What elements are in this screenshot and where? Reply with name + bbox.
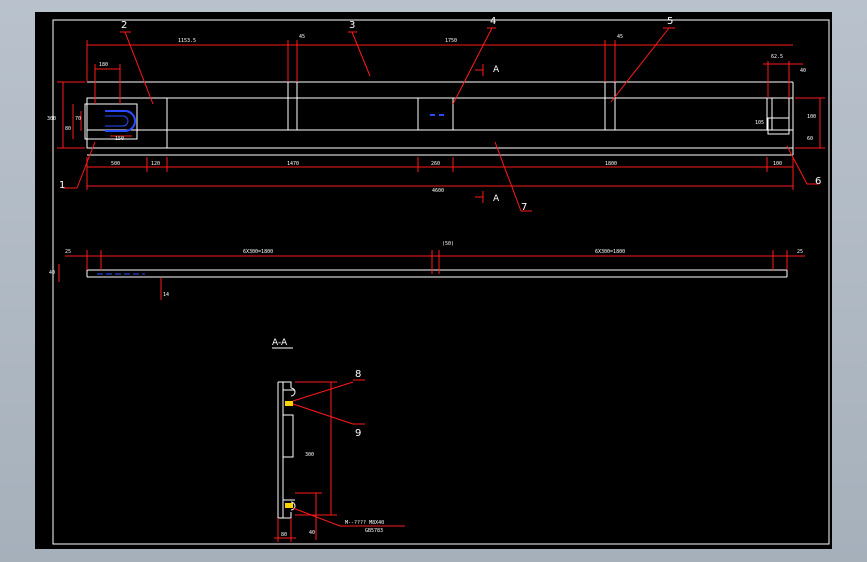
dim-right-105: 105 [755,120,764,126]
dim-120: 120 [151,161,160,167]
dim-right-100: 100 [807,114,816,120]
dim-1153: 1153.5 [178,38,196,44]
plan-dimensions [57,40,825,203]
section-dimensions [274,381,405,542]
section-note: M--???? M8X40 [345,520,384,526]
elevation-dim-texts: 6X300=1800 6X300=1800 25 25 (50) 40 14 [49,241,803,298]
section-note2: GB5783 [365,528,383,534]
elev-right-pitch: 6X300=1800 [595,249,625,255]
dim-45-right: 45 [617,34,623,40]
callout-labels: 1 2 3 4 5 6 7 8 9 [59,16,821,439]
dim-left-180: 180 [99,62,108,68]
overall-length: 4600 [432,188,444,194]
dim-260: 260 [431,161,440,167]
dim-right-62: 62.5 [771,54,783,60]
callout-7: 7 [521,202,527,213]
dim-left-150: 150 [115,136,124,142]
elev-mid: (50) [442,241,454,247]
drawing-canvas[interactable]: 4600 1153.5 1750 45 45 500 120 1470 260 … [35,12,832,549]
elevation-view [86,269,788,278]
cad-drawing: 4600 1153.5 1750 45 45 500 120 1470 260 … [47,16,830,545]
drawing-frame [52,19,830,545]
dim-left-300: 300 [47,116,56,122]
section-bottom: 40 [309,530,315,536]
section-height: 300 [305,452,314,458]
callout-3: 3 [349,20,355,31]
callout-4: 4 [490,16,496,27]
dim-right-40: 40 [800,68,806,74]
dim-1750: 1750 [445,38,457,44]
elevation-dimensions [58,250,805,300]
elev-height: 40 [49,270,55,276]
callout-6: 6 [815,176,821,187]
dim-left-70: 70 [75,116,81,122]
dim-1470: 1470 [287,161,299,167]
elev-right-end: 25 [797,249,803,255]
elev-bottom: 14 [163,292,169,298]
plan-dim-texts: 4600 1153.5 1750 45 45 500 120 1470 260 … [47,34,816,204]
section-mark-bottom: A [493,194,500,204]
dim-500: 500 [111,161,120,167]
callout-leaders [63,27,819,425]
section-title: A-A [272,338,288,348]
section-dim-texts: 300 40 80 M--???? M8X40 GB5783 [281,452,384,538]
dim-45-left: 45 [299,34,305,40]
section-width: 80 [281,532,287,538]
elev-left-end: 25 [65,249,71,255]
callout-8: 8 [355,369,361,380]
callout-2: 2 [121,20,127,31]
callout-9: 9 [355,428,361,439]
section-mark-top: A [493,65,500,75]
dim-1800: 1800 [605,161,617,167]
plan-view [84,81,794,156]
dim-left-80: 80 [65,126,71,132]
callout-5: 5 [667,16,673,27]
section-view: A-A [272,338,296,519]
dim-100: 100 [773,161,782,167]
elev-left-pitch: 6X300=1800 [243,249,273,255]
callout-1: 1 [59,180,65,191]
dim-right-60: 60 [807,136,813,142]
